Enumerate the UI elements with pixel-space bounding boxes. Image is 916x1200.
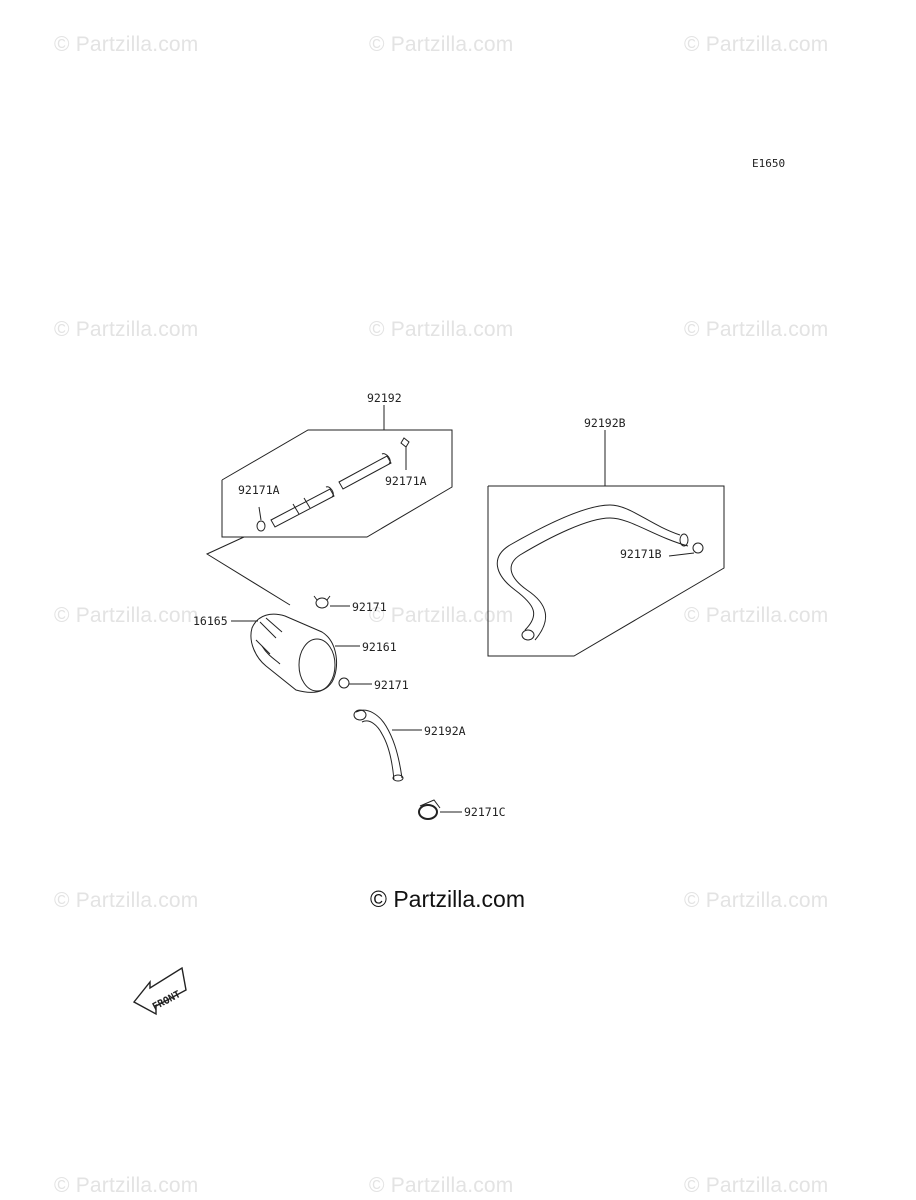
watermark: © Partzilla.com — [684, 318, 829, 341]
pipe-92192 — [270, 453, 392, 528]
watermark: © Partzilla.com — [369, 604, 514, 627]
watermark: © Partzilla.com — [54, 604, 199, 627]
hose-92192B — [496, 504, 704, 641]
main-watermark: © Partzilla.com — [370, 886, 525, 912]
watermark: © Partzilla.com — [684, 33, 829, 56]
label-92171A-right: 92171A — [385, 474, 427, 488]
label-92171-upper: 92171 — [352, 600, 387, 614]
clamp-92171-upper-icon — [313, 595, 350, 609]
watermark: © Partzilla.com — [369, 1174, 514, 1197]
label-92192A: 92192A — [424, 724, 466, 738]
box-92192 — [205, 405, 453, 606]
watermark: © Partzilla.com — [54, 33, 199, 56]
label-92171B: 92171B — [620, 547, 662, 561]
clamp-92171-lower-icon — [338, 677, 372, 689]
label-92192B: 92192B — [584, 416, 626, 430]
label-92161: 92161 — [362, 640, 397, 654]
front-arrow-icon — [132, 966, 187, 1016]
watermark: © Partzilla.com — [54, 889, 199, 912]
box-92192B — [487, 430, 725, 657]
watermark: © Partzilla.com — [54, 1174, 199, 1197]
chamber-16165 — [231, 613, 360, 693]
watermark: © Partzilla.com — [684, 604, 829, 627]
hose-92192A — [353, 709, 422, 782]
label-16165: 16165 — [193, 614, 228, 628]
watermark: © Partzilla.com — [684, 1174, 829, 1197]
watermark: © Partzilla.com — [54, 318, 199, 341]
label-92171C: 92171C — [464, 805, 506, 819]
watermark: © Partzilla.com — [684, 889, 829, 912]
label-92171-lower: 92171 — [374, 678, 409, 692]
diagram-code: E1650 — [752, 157, 786, 170]
label-92171A-left: 92171A — [238, 483, 280, 497]
clamp-92171A-left-icon — [256, 506, 266, 532]
label-92192: 92192 — [367, 391, 402, 405]
clamp-92171A-right-icon — [400, 437, 410, 470]
clamp-92171C-icon — [418, 799, 462, 820]
watermark: © Partzilla.com — [369, 33, 514, 56]
watermark: © Partzilla.com — [369, 318, 514, 341]
